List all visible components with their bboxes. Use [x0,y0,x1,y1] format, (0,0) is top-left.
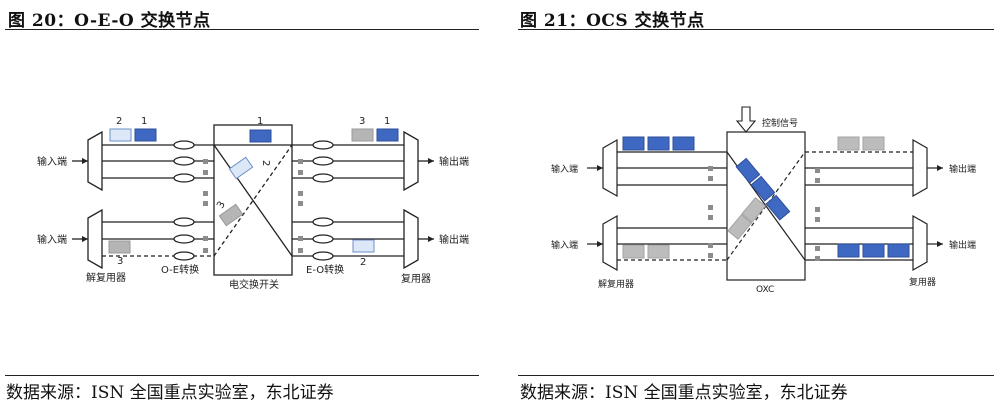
packet-number: 3 [359,116,365,127]
ellipsis-dots [203,159,303,253]
figure-21-title: 图 21：OCS 交换节点 [520,11,705,31]
packet-blue-oxc [750,175,776,202]
packet-number: 2 [260,160,271,166]
ocs-packets [622,136,910,259]
packet-3-switch [218,203,244,227]
figure-21-title-rule [518,29,994,30]
oe-converter [173,251,195,261]
oxc-label: OXC [756,285,774,295]
packet-blue-oxc [765,194,791,221]
packet-2-out [352,239,375,253]
packet-blue-out [862,243,885,258]
packet-blue-oxc [735,157,761,184]
packet-gray-oxc [741,197,767,223]
packet-number: 1 [384,116,390,127]
figure-20-title-rule [5,29,479,30]
packet-gray-oxc [727,214,753,240]
control-signal-arrow-icon [735,106,757,133]
packet-number: 2 [360,257,366,268]
output-label-bottom: 输出端 [439,233,469,246]
input-label-top: 输入端 [551,163,578,175]
oe-converter [173,234,195,244]
packet-blue-in [647,136,670,151]
figure-21-source: 数据来源：ISN 全国重点实验室，东北证券 [520,383,848,403]
oe-converter [173,140,195,150]
eo-converter [312,173,334,183]
packet-2-in [109,128,132,142]
eo-converter [312,234,334,244]
mux-bottom [403,208,419,270]
packet-gray-in [647,244,670,259]
input-label-bottom: 输入端 [37,233,67,246]
packet-1-out [376,128,399,142]
demux-top [602,138,618,198]
demux-bottom [602,214,618,272]
packet-1-in [134,128,157,142]
packet-blue-out [837,243,860,258]
packet-2-switch [228,156,254,180]
eo-converter [312,156,334,166]
output-label-top: 输出端 [439,155,469,168]
mux-top [403,130,419,192]
packet-1-switch [249,129,272,143]
eo-converter [312,140,334,150]
packet-3-in [108,240,131,254]
packet-gray-out [837,136,860,151]
packet-number: 3 [215,200,228,211]
control-signal-label: 控制信号 [762,117,798,129]
packet-number: 1 [141,116,147,127]
packet-3-out [351,128,374,142]
eo-converter [312,251,334,261]
oeo-packets [108,128,399,254]
oe-converter [173,217,195,227]
demux-top [87,130,103,192]
switch-diagonal-solid [213,144,293,257]
oe-converter [173,156,195,166]
packet-number: 1 [257,116,263,127]
mux-top [912,138,928,198]
mux-label: 复用器 [401,272,431,285]
output-label-top: 输出端 [949,163,976,175]
eo-converter [312,217,334,227]
oeo-diagram [72,124,434,276]
figure-21-source-rule [518,375,994,376]
demux-bottom [87,208,103,270]
output-label-bottom: 输出端 [949,239,976,251]
figure-20-source-rule [5,375,479,376]
mux-bottom [912,214,928,272]
mux-label: 复用器 [909,276,936,288]
oe-converter [173,173,195,183]
oe-conversion-label: O-E转换 [161,263,199,276]
switch-diagonal-dashed [213,144,293,257]
figure-20-source: 数据来源：ISN 全国重点实验室，东北证券 [6,383,334,403]
packet-gray-in [622,244,645,259]
packet-number: 2 [116,116,122,127]
input-label-top: 输入端 [37,155,67,168]
demux-label: 解复用器 [598,278,634,290]
packet-number-labels: 2 1 3 1 2 3 3 1 2 [116,116,390,268]
demux-label: 解复用器 [86,271,126,284]
figure-20-title: 图 20：O-E-O 交换节点 [8,11,211,31]
packet-blue-in [672,136,695,151]
packet-blue-in [622,136,645,151]
input-label-bottom: 输入端 [551,239,578,251]
packet-blue-out [887,243,910,258]
eo-conversion-label: E-O转换 [306,263,344,276]
ellipsis-dots [708,166,820,261]
electrical-switch-label: 电交换开关 [229,278,279,291]
packet-number: 3 [117,256,123,267]
packet-gray-out [862,136,885,151]
